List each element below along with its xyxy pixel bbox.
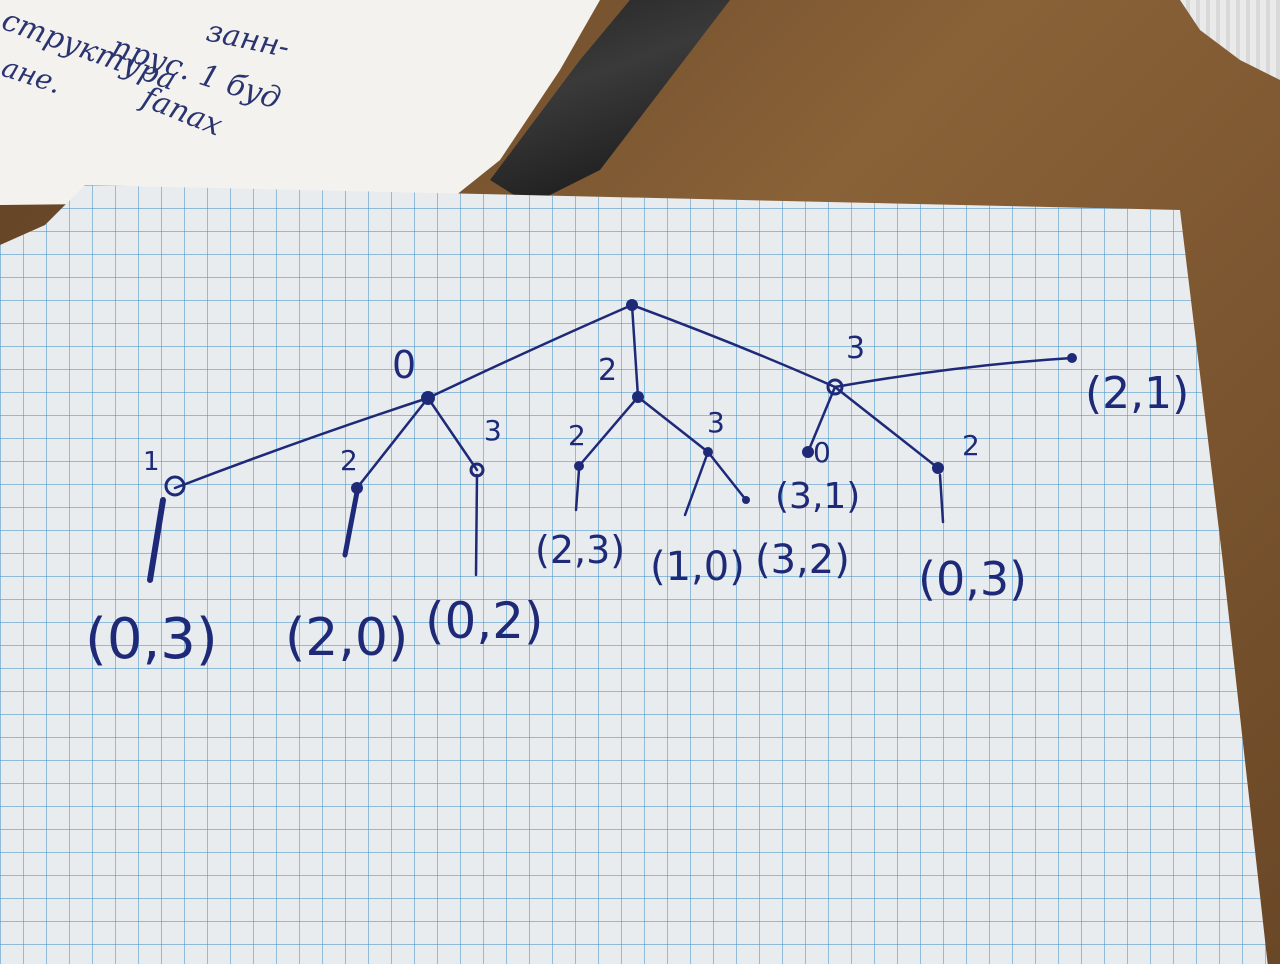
- node-leaf-c2: [932, 462, 944, 474]
- edge-b-3: [636, 395, 710, 454]
- payoff-7: (3,1): [775, 476, 860, 517]
- payoff-6: (3,2): [755, 537, 850, 583]
- branch-label-3-top: 3: [846, 331, 865, 366]
- branch-label-2-top: 2: [598, 353, 617, 388]
- leaf-stem-6: [938, 473, 945, 524]
- node-b3: [703, 447, 713, 457]
- edge-c-1: [833, 356, 1074, 389]
- edge-b-2: [577, 395, 640, 468]
- node-leaf-4: [574, 461, 584, 471]
- scribble-notes: занн- прус. 1 буд структура fanax ане.: [0, 3, 293, 144]
- branch-label-2b: 2: [568, 419, 586, 452]
- branch-label-1: 1: [143, 447, 160, 477]
- node-c: [826, 378, 844, 396]
- node-leaf-c1: [1067, 353, 1077, 363]
- branch-label-0: 0: [392, 343, 416, 387]
- edge-c-2: [833, 385, 940, 470]
- node-leaf-3: [469, 462, 485, 478]
- branch-label-2a: 2: [340, 444, 358, 477]
- edge-b3-left: [683, 450, 710, 517]
- edge-c-0: [806, 385, 837, 454]
- payoff-3: (0,2): [425, 592, 544, 650]
- payoff-9: (2,1): [1085, 368, 1189, 419]
- leaf-stem-3: [474, 473, 479, 577]
- node-a: [421, 391, 435, 405]
- scribble-line-5: ане.: [0, 50, 66, 100]
- tree-edges: [147, 303, 1074, 583]
- edge-b3-right: [706, 450, 748, 502]
- tree-nodes: [164, 299, 1077, 504]
- payoff-labels: (0,3) (2,0) (0,2) (2,3) (1,0) (3,2) (3,1…: [85, 368, 1189, 672]
- branch-label-3b: 3: [707, 406, 725, 439]
- node-leaf-5: [742, 496, 750, 504]
- payoff-2: (2,0): [285, 608, 408, 668]
- scribble-line-1: занн-: [203, 14, 292, 66]
- root-node: [626, 299, 638, 311]
- leaf-stem-2: [342, 489, 360, 558]
- edge-a-2: [355, 396, 430, 490]
- node-leaf-1: [164, 475, 186, 497]
- branch-label-3a: 3: [484, 414, 502, 447]
- branch-label-0c: 0: [813, 436, 831, 469]
- branch-label-2c: 2: [962, 429, 980, 462]
- node-leaf-2: [351, 482, 363, 494]
- branch-labels: 0 2 3 1 2 3 2 3 0 2: [143, 331, 980, 477]
- edge-a-1: [173, 396, 430, 490]
- edge-root-left: [426, 303, 634, 400]
- node-b: [632, 391, 644, 403]
- leaf-stem-4: [574, 468, 581, 512]
- edge-a-3: [426, 396, 479, 472]
- payoff-8: (0,3): [918, 552, 1027, 606]
- payoff-5: (1,0): [650, 544, 745, 590]
- payoff-4: (2,3): [535, 528, 625, 572]
- leaf-stem-1: [147, 497, 166, 583]
- notebook-grid-page: [0, 185, 1270, 964]
- payoff-1: (0,3): [85, 607, 218, 672]
- node-leaf-c0: [802, 446, 814, 458]
- edge-root-mid: [630, 303, 640, 399]
- edge-root-right: [630, 303, 837, 389]
